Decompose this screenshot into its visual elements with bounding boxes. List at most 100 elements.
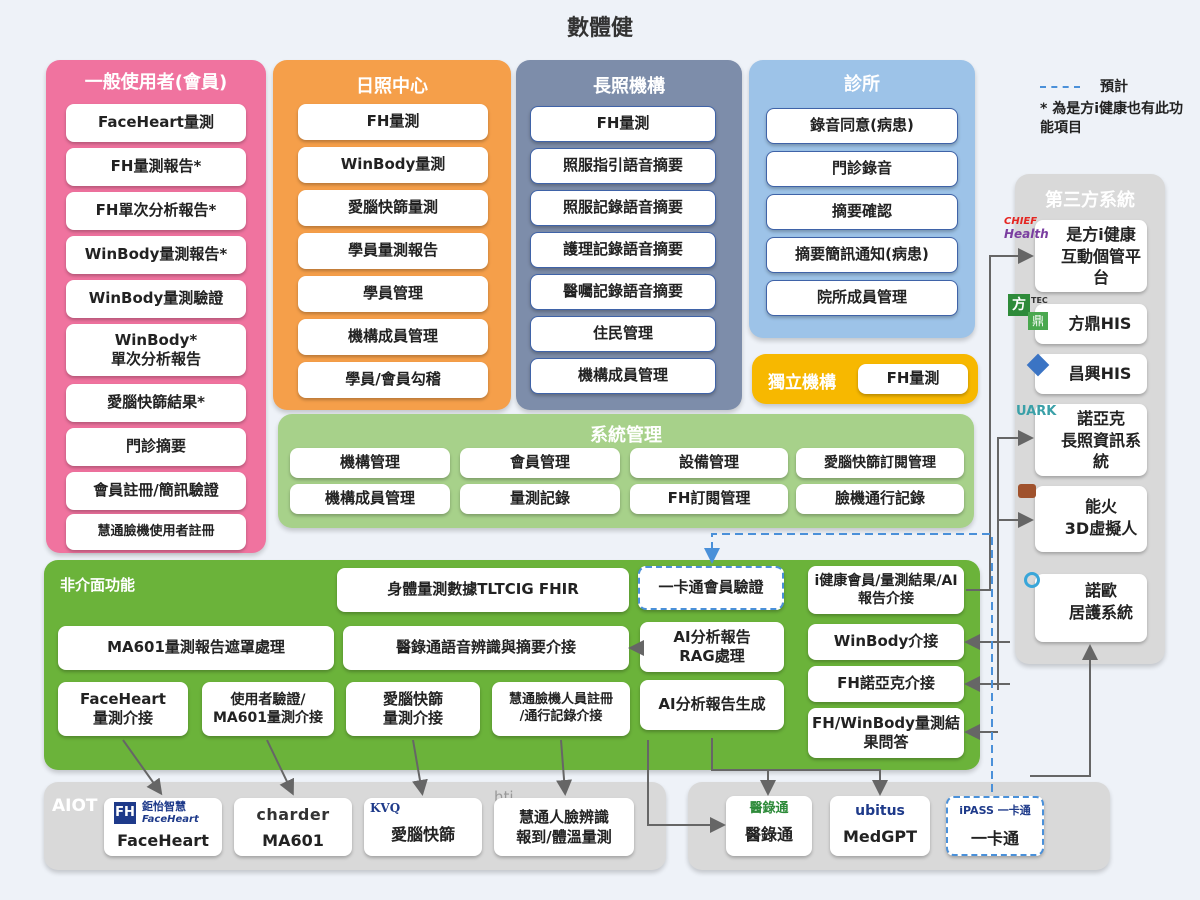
day-care-item-4[interactable]: 學員量測報告 — [298, 233, 488, 269]
yiludong-service-name: 醫錄通 — [744, 825, 793, 844]
third-party-nuark-label: 諾亞克 長照資訊系統 — [1060, 409, 1141, 472]
ihealth-interface-item[interactable]: i健康會員/量測結果/AI報告介接 — [808, 566, 964, 614]
system-mgmt-item-5[interactable]: 機構成員管理 — [290, 484, 450, 514]
day-care-item-1[interactable]: FH量測 — [298, 104, 488, 140]
fhir-data-item[interactable]: 身體量測數據TLTCIG FHIR — [337, 568, 629, 612]
day-care-item-3[interactable]: 愛腦快篩量測 — [298, 190, 488, 226]
device-brain-screen[interactable]: KVQ 愛腦快篩 — [364, 798, 482, 856]
legend-dash-line — [1040, 86, 1080, 88]
general-users-item-8[interactable]: 門診摘要 — [66, 428, 246, 466]
clinic-item-4[interactable]: 摘要簡訊通知(病患) — [766, 237, 958, 273]
brain-screen-device-name: 愛腦快篩 — [390, 825, 455, 844]
long-term-item-1[interactable]: FH量測 — [530, 106, 716, 142]
fangding-logo-ding: 鼎 — [1028, 312, 1048, 330]
ma601-device-name: MA601 — [262, 831, 324, 850]
system-mgmt-item-7[interactable]: FH訂閱管理 — [630, 484, 788, 514]
ubitus-logo: ubitus — [855, 803, 905, 819]
legend-note: * 為是方i健康也有此功能項目 — [1040, 101, 1183, 136]
clinic-title: 診所 — [844, 74, 880, 95]
general-users-item-9[interactable]: 會員註冊/簡訊驗證 — [66, 472, 246, 510]
health-logo-text: Health — [1004, 227, 1049, 241]
clinic-item-3[interactable]: 摘要確認 — [766, 194, 958, 230]
faceheart-device-name: FaceHeart — [117, 831, 209, 850]
faceheart-logo-icon: FH — [114, 802, 136, 824]
device-ma601[interactable]: charder MA601 — [234, 798, 352, 856]
winbody-interface-item[interactable]: WinBody介接 — [808, 624, 964, 660]
general-users-title: 一般使用者(會員) — [84, 72, 228, 93]
long-term-title: 長照機構 — [593, 76, 665, 97]
third-party-nuark[interactable]: 諾亞克 長照資訊系統 — [1035, 404, 1147, 476]
general-users-item-10[interactable]: 慧通臉機使用者註冊 — [66, 514, 246, 550]
general-users-item-6[interactable]: WinBody* 單次分析報告 — [66, 324, 246, 376]
long-term-item-5[interactable]: 醫囑記錄語音摘要 — [530, 274, 716, 310]
third-party-changxing-his[interactable]: 昌興HIS — [1035, 354, 1147, 394]
long-term-item-7[interactable]: 機構成員管理 — [530, 358, 716, 394]
long-term-item-3[interactable]: 照服記錄語音摘要 — [530, 190, 716, 226]
user-verify-item[interactable]: 使用者驗證/ MA601量測介接 — [202, 682, 334, 736]
kvq-logo: KVQ — [370, 801, 401, 815]
day-care-item-5[interactable]: 學員管理 — [298, 276, 488, 312]
faceheart-interface-item[interactable]: FaceHeart 量測介接 — [58, 682, 188, 736]
aiot-title: AIOT — [52, 796, 98, 816]
long-term-item-4[interactable]: 護理記錄語音摘要 — [530, 232, 716, 268]
third-party-nenghuo[interactable]: 能火 3D虛擬人 — [1035, 486, 1147, 552]
service-ipass[interactable]: iPASS 一卡通 一卡通 — [946, 796, 1044, 856]
system-mgmt-title: 系統管理 — [590, 425, 662, 446]
fh-winbody-qa-item[interactable]: FH/WinBody量測結果問答 — [808, 708, 964, 758]
uark-logo: UARK — [1016, 404, 1057, 419]
general-users-item-3[interactable]: FH單次分析報告* — [66, 192, 246, 230]
system-mgmt-item-4[interactable]: 愛腦快篩訂閱管理 — [796, 448, 964, 478]
ipass-logo: iPASS 一卡通 — [959, 804, 1031, 817]
device-face-recognition[interactable]: 慧通人臉辨識 報到/體溫量測 — [494, 798, 634, 856]
third-party-title: 第三方系統 — [1045, 190, 1135, 211]
clinic-item-2[interactable]: 門診錄音 — [766, 151, 958, 187]
day-care-item-6[interactable]: 機構成員管理 — [298, 319, 488, 355]
system-mgmt-item-2[interactable]: 會員管理 — [460, 448, 620, 478]
system-mgmt-item-6[interactable]: 量測記錄 — [460, 484, 620, 514]
independent-title: 獨立機構 — [768, 373, 836, 393]
clinic-item-1[interactable]: 錄音同意(病患) — [766, 108, 958, 144]
system-mgmt-item-1[interactable]: 機構管理 — [290, 448, 450, 478]
third-party-nuoou[interactable]: 諾歐 居護系統 — [1035, 574, 1147, 642]
third-party-chief-ihealth[interactable]: 是方i健康 互動個管平台 — [1035, 220, 1147, 292]
faceheart-logo-en: FaceHeart — [142, 814, 199, 825]
general-users-item-1[interactable]: FaceHeart量測 — [66, 104, 246, 142]
general-users-item-4[interactable]: WinBody量測報告* — [66, 236, 246, 274]
legend-dash-label: 預計 — [1100, 79, 1128, 95]
general-users-item-7[interactable]: 愛腦快篩結果* — [66, 384, 246, 422]
rag-item[interactable]: AI分析報告 RAG處理 — [640, 622, 784, 672]
independent-fh-measure[interactable]: FH量測 — [858, 364, 968, 394]
general-users-item-5[interactable]: WinBody量測驗證 — [66, 280, 246, 318]
ai-report-generate-item[interactable]: AI分析報告生成 — [640, 680, 784, 730]
system-mgmt-item-3[interactable]: 設備管理 — [630, 448, 788, 478]
ma601-mask-item[interactable]: MA601量測報告遮罩處理 — [58, 626, 334, 670]
long-term-item-6[interactable]: 住民管理 — [530, 316, 716, 352]
card-member-verify-item[interactable]: 一卡通會員驗證 — [638, 566, 784, 610]
general-users-item-2[interactable]: FH量測報告* — [66, 148, 246, 186]
third-party-fangding-his[interactable]: 方鼎HIS — [1035, 304, 1147, 344]
ipass-service-name: 一卡通 — [970, 829, 1019, 848]
service-medgpt[interactable]: ubitus MedGPT — [830, 796, 930, 856]
nenghuo-logo-icon — [1018, 484, 1036, 498]
third-party-nuoou-label: 諾歐 居護系統 — [1068, 581, 1133, 622]
medgpt-service-name: MedGPT — [843, 827, 917, 846]
service-yiludong[interactable]: 醫錄通 醫錄通 — [726, 796, 812, 856]
system-mgmt-item-8[interactable]: 臉機通行記錄 — [796, 484, 964, 514]
fh-nuark-interface-item[interactable]: FH諾亞克介接 — [808, 666, 964, 702]
face-register-interface-item[interactable]: 慧通臉機人員註冊 /通行記錄介接 — [492, 682, 630, 736]
speech-summary-item[interactable]: 醫錄通語音辨識與摘要介接 — [343, 626, 629, 670]
day-care-item-2[interactable]: WinBody量測 — [298, 147, 488, 183]
non-interface-title: 非介面功能 — [60, 576, 136, 594]
fangding-logo: 方 TEC 鼎 — [1008, 294, 1050, 334]
fangding-logo-tec: TEC — [1031, 296, 1048, 305]
day-care-item-7[interactable]: 學員/會員勾稽 — [298, 362, 488, 398]
long-term-item-2[interactable]: 照服指引語音摘要 — [530, 148, 716, 184]
clinic-item-5[interactable]: 院所成員管理 — [766, 280, 958, 316]
charder-logo: charder — [256, 805, 330, 824]
device-faceheart[interactable]: FH 鉅怡智慧 FaceHeart FaceHeart — [104, 798, 222, 856]
day-care-title: 日照中心 — [356, 76, 428, 97]
yiludong-logo: 醫錄通 — [749, 801, 789, 816]
brain-screen-interface-item[interactable]: 愛腦快篩 量測介接 — [346, 682, 480, 736]
page-title: 數體健 — [566, 16, 633, 41]
